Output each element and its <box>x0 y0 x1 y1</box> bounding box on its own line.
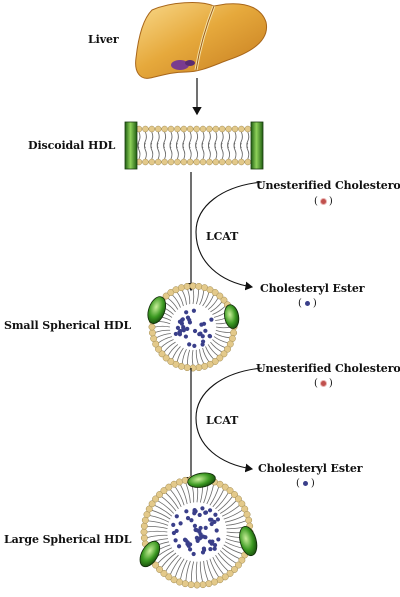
lcat-curve-arrow-2 <box>195 367 263 473</box>
symbol-unesterified-2: ( ) <box>314 378 333 389</box>
label-cholesteryl-ester-2: Cholesteryl Ester <box>258 462 363 475</box>
symbol-unesterified-1: ( ) <box>314 196 333 207</box>
ester-dot-icon <box>302 481 308 486</box>
liver-illustration <box>135 2 268 79</box>
label-unesterified-cholesterol-2: Unesterified Cholesterol <box>256 362 400 375</box>
label-large-spherical-hdl: Large Spherical HDL <box>4 533 132 546</box>
large-spherical-hdl-illustration <box>139 472 258 589</box>
lcat-curve-arrow-1 <box>195 181 263 291</box>
label-lcat-2: LCAT <box>206 414 239 427</box>
label-cholesteryl-ester-1: Cholesteryl Ester <box>260 282 365 295</box>
discoidal-hdl-illustration <box>124 121 264 170</box>
label-unesterified-cholesterol-1: Unesterified Cholesterol <box>256 179 400 192</box>
label-discoidal-hdl: Discoidal HDL <box>28 139 116 152</box>
unesterified-dot-icon <box>320 381 326 386</box>
unesterified-dot-icon <box>320 199 326 204</box>
label-lcat-1: LCAT <box>206 230 239 243</box>
small-spherical-hdl-illustration <box>147 282 240 372</box>
label-small-spherical-hdl: Small Spherical HDL <box>4 319 132 332</box>
ester-dot-icon <box>304 301 310 306</box>
label-liver: Liver <box>88 33 119 46</box>
symbol-ester-2: ( ) <box>296 478 315 489</box>
symbol-ester-1: ( ) <box>298 298 317 309</box>
